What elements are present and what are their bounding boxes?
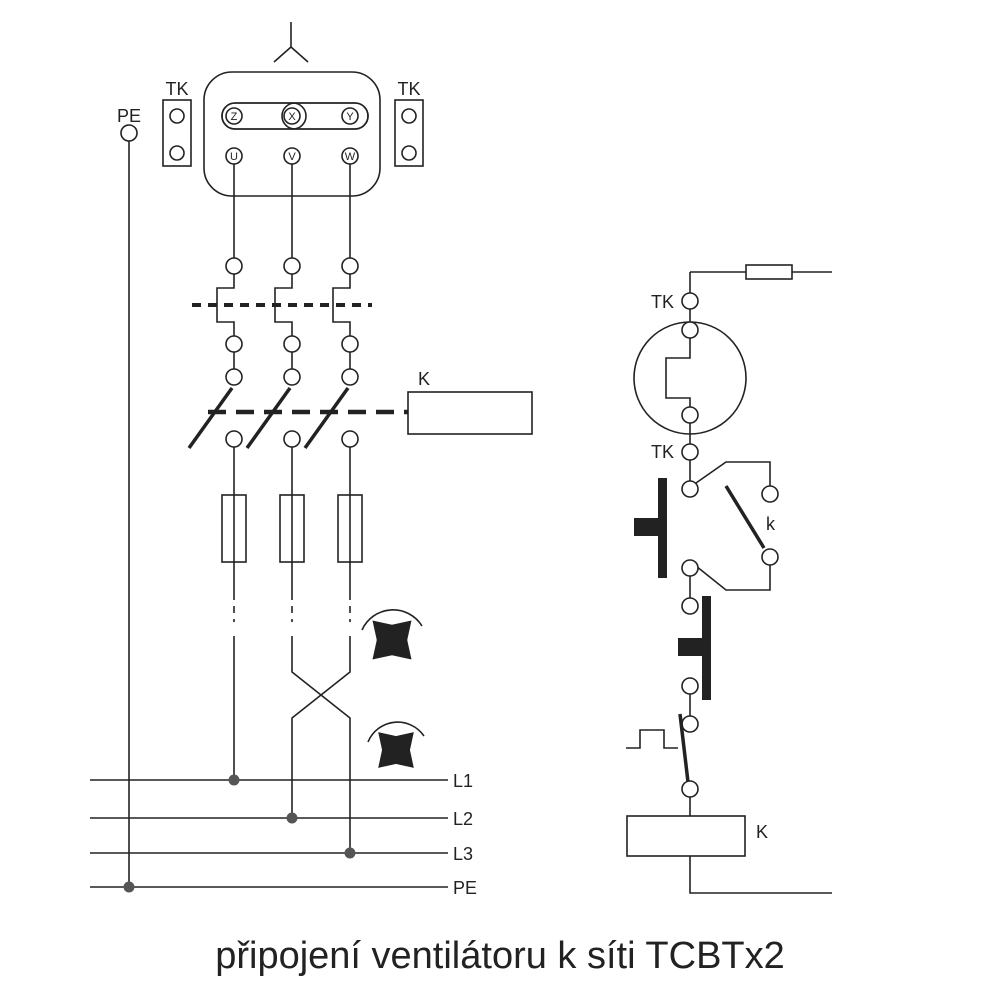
junction-l2 [286, 812, 298, 824]
diagram-caption: připojení ventilátoru k síti TCBTx2 [215, 935, 785, 977]
phase-1-overload-top-terminal [225, 257, 243, 275]
start-button-bar [702, 596, 711, 700]
phase-3-overload-bottom-terminal [341, 335, 359, 353]
fan-blade [388, 620, 412, 644]
terminal-w-label: W [345, 151, 356, 163]
line-l1-label: L1 [453, 771, 473, 791]
phase-3-crossed-to-l2 [291, 636, 351, 818]
control-coil-k [626, 815, 746, 857]
fan-rotation-cw-icon [367, 721, 425, 768]
junction-pe [123, 881, 135, 893]
tk-left-label: TK [165, 79, 188, 99]
junction-l3 [344, 847, 356, 859]
control-tk-bottom-label: TK [651, 442, 674, 462]
line-pe-label: PE [453, 878, 477, 898]
supply-lines: L1 L2 L3 PE [90, 771, 477, 898]
terminal-u-label: U [230, 151, 238, 163]
line-l3-label: L3 [453, 844, 473, 864]
phase-3-contactor-bottom-terminal [341, 430, 359, 448]
phase-1-contactor-blade [187, 386, 234, 450]
tk-block-left: TK [162, 79, 192, 167]
control-circuit: TK TK k [626, 264, 832, 894]
pe-terminal: PE [117, 106, 141, 888]
tk-block-right: TK [394, 79, 424, 167]
terminal-z [225, 107, 243, 125]
fan-rotation-ccw-icon [361, 609, 423, 660]
contactor-k-label: K [418, 369, 430, 389]
control-fuse-icon [745, 264, 793, 280]
contactor-coil-box [407, 391, 533, 435]
phase-1-overload-bottom-terminal [225, 335, 243, 353]
phase-1-contactor-top-terminal [225, 368, 243, 386]
terminal-z-label: Z [231, 111, 238, 123]
phase-2-overload-bottom-terminal [283, 335, 301, 353]
phase-2-contactor-bottom-terminal [283, 430, 301, 448]
tk-right-label: TK [397, 79, 420, 99]
terminal-y-label: Y [346, 111, 354, 123]
terminal-y [341, 107, 359, 125]
junction-l1 [228, 774, 240, 786]
motor-terminal-box: Z X Y U V W [203, 71, 381, 197]
terminal-v-label: V [288, 151, 296, 163]
phase-2-contactor-top-terminal [283, 368, 301, 386]
start-button-actuator [678, 638, 704, 656]
phase-wires [187, 164, 363, 853]
stop-button-actuator [634, 518, 660, 536]
phase-3-contactor-blade [303, 386, 350, 450]
fan-blade [392, 732, 414, 754]
phase-3-contactor-top-terminal [341, 368, 359, 386]
star-connection-icon [273, 22, 309, 63]
line-l2-label: L2 [453, 809, 473, 829]
phase-3-overload-element [332, 274, 351, 336]
control-k-contact-label: k [766, 514, 776, 534]
control-coil-k-label: K [756, 822, 768, 842]
control-tk-top-label: TK [651, 292, 674, 312]
terminal-x [283, 107, 301, 125]
phase-1-contactor-bottom-terminal [225, 430, 243, 448]
phase-2-crossed-to-l3 [291, 636, 351, 853]
terminal-x-label: X [288, 111, 296, 123]
pe-terminal-label: PE [117, 106, 141, 126]
phase-2-contactor-blade [245, 386, 292, 450]
phase-2-overload-top-terminal [283, 257, 301, 275]
phase-3-overload-top-terminal [341, 257, 359, 275]
stop-button-bar [658, 478, 667, 578]
